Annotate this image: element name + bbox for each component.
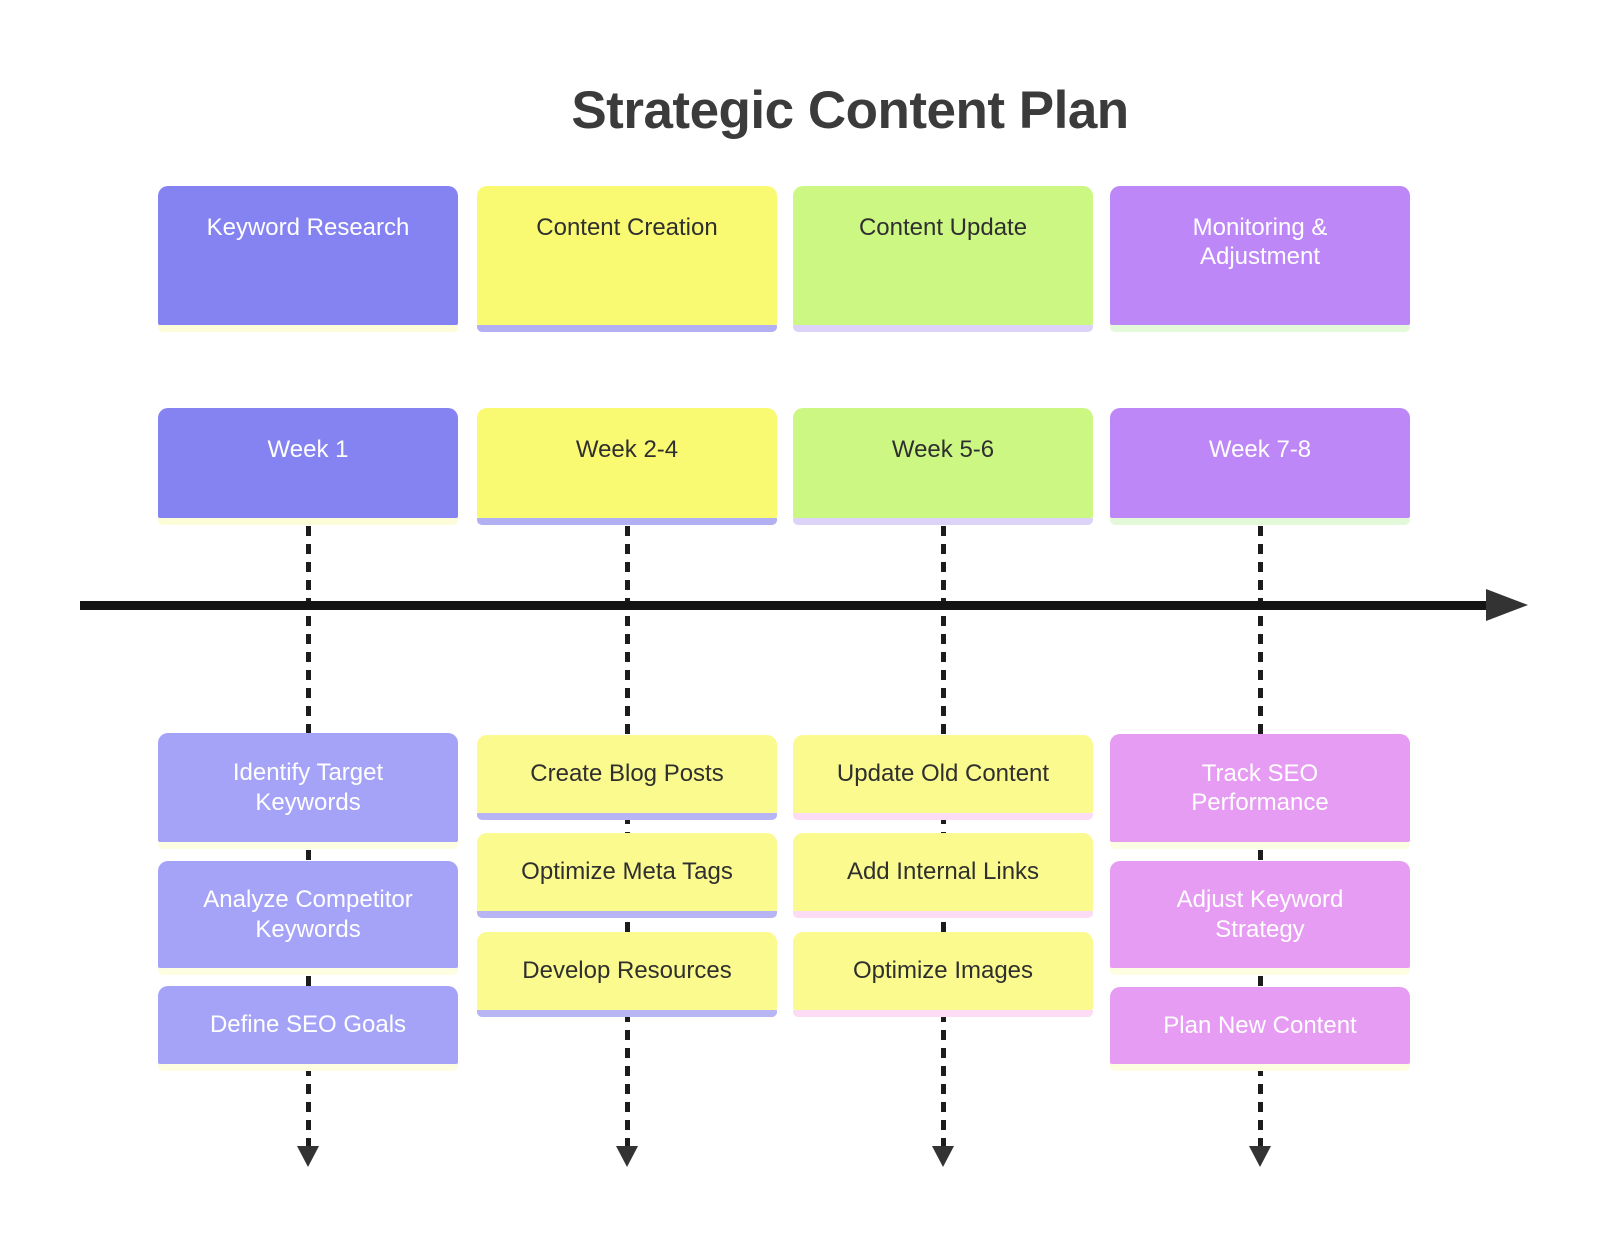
week-accent-strip-col1 <box>158 518 458 525</box>
week-box-col2: Week 2-4 <box>477 408 777 518</box>
week-box-col1: Week 1 <box>158 408 458 518</box>
task-accent-strip-col3-3 <box>793 1010 1093 1017</box>
phase-box-col3: Content Update <box>793 186 1093 325</box>
phase-accent-strip-col4 <box>1110 325 1410 332</box>
phase-box-col2: Content Creation <box>477 186 777 325</box>
task-accent-strip-col1-3 <box>158 1064 458 1071</box>
task-accent-strip-col2-1 <box>477 813 777 820</box>
task-box-col1-3: Define SEO Goals <box>158 986 458 1064</box>
down-arrowhead-icon-col2 <box>616 1146 638 1167</box>
task-accent-strip-col4-3 <box>1110 1064 1410 1071</box>
phase-box-col4: Monitoring & Adjustment <box>1110 186 1410 325</box>
task-accent-strip-col2-3 <box>477 1010 777 1017</box>
task-box-col3-1: Update Old Content <box>793 735 1093 813</box>
phase-accent-strip-col3 <box>793 325 1093 332</box>
task-box-col2-2: Optimize Meta Tags <box>477 833 777 911</box>
task-accent-strip-col1-1 <box>158 842 458 849</box>
phase-box-col1: Keyword Research <box>158 186 458 325</box>
week-accent-strip-col2 <box>477 518 777 525</box>
task-accent-strip-col3-1 <box>793 813 1093 820</box>
task-box-col3-3: Optimize Images <box>793 932 1093 1010</box>
task-accent-strip-col2-2 <box>477 911 777 918</box>
week-accent-strip-col4 <box>1110 518 1410 525</box>
down-arrowhead-icon-col4 <box>1249 1146 1271 1167</box>
task-box-col4-3: Plan New Content <box>1110 987 1410 1064</box>
task-accent-strip-col4-2 <box>1110 968 1410 975</box>
task-box-col3-2: Add Internal Links <box>793 833 1093 911</box>
task-box-col4-1: Track SEO Performance <box>1110 734 1410 842</box>
task-box-col2-1: Create Blog Posts <box>477 735 777 813</box>
task-accent-strip-col4-1 <box>1110 842 1410 849</box>
phase-accent-strip-col1 <box>158 325 458 332</box>
timeline-arrowhead-icon <box>1486 589 1528 621</box>
task-box-col1-1: Identify Target Keywords <box>158 733 458 842</box>
diagram-title: Strategic Content Plan <box>571 81 1129 140</box>
down-arrowhead-icon-col3 <box>932 1146 954 1167</box>
week-accent-strip-col3 <box>793 518 1093 525</box>
down-arrowhead-icon-col1 <box>297 1146 319 1167</box>
task-box-col2-3: Develop Resources <box>477 932 777 1010</box>
week-box-col4: Week 7-8 <box>1110 408 1410 518</box>
task-box-col1-2: Analyze Competitor Keywords <box>158 861 458 968</box>
phase-accent-strip-col2 <box>477 325 777 332</box>
task-accent-strip-col3-2 <box>793 911 1093 918</box>
task-accent-strip-col1-2 <box>158 968 458 975</box>
week-box-col3: Week 5-6 <box>793 408 1093 518</box>
task-box-col4-2: Adjust Keyword Strategy <box>1110 861 1410 968</box>
timeline-axis <box>80 601 1488 610</box>
